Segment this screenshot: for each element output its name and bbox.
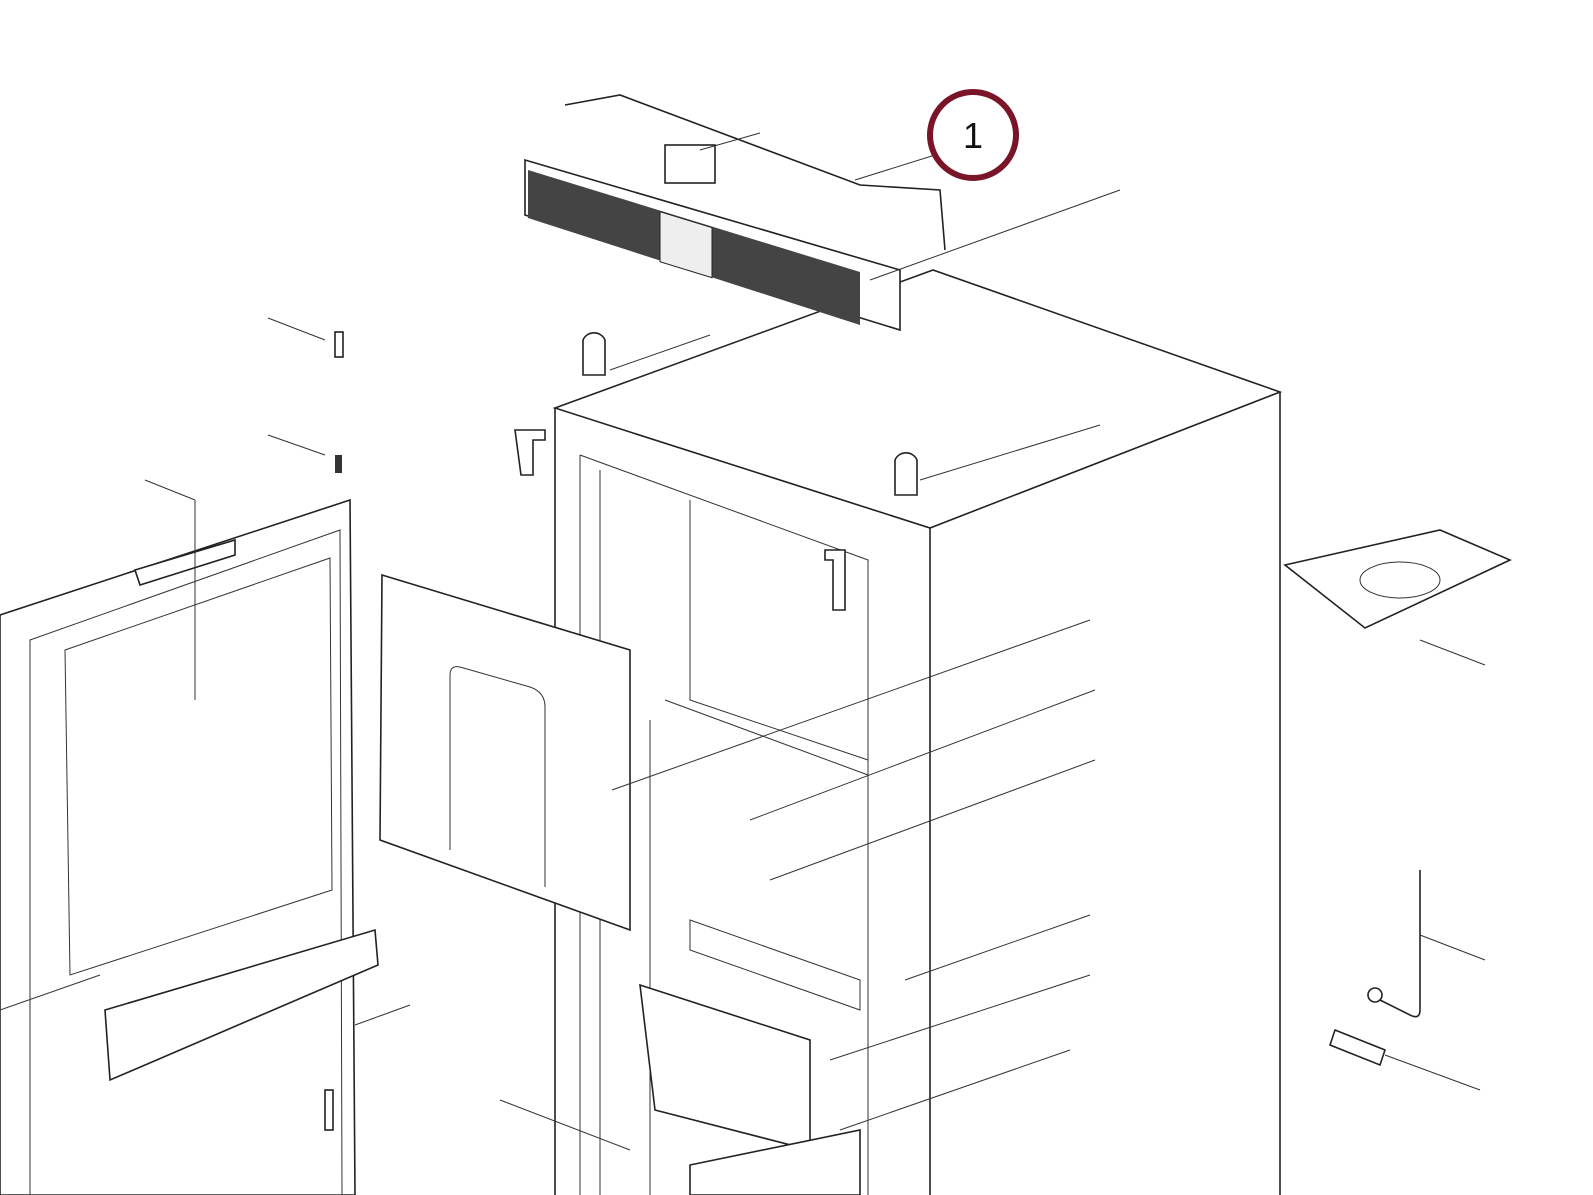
freezer-door-part [379,573,631,932]
screw-parts [334,331,344,473]
hinge-parts [514,332,918,611]
callout-label: 1 [963,115,983,156]
callout-1[interactable]: 1 [927,89,1019,181]
drawer-parts [639,919,861,1195]
leader-lines [0,132,1486,1151]
fan-housing-part [1283,529,1512,629]
callout-circle [927,89,1019,181]
door-part [0,498,379,1195]
refrigerator-cabinet [552,269,1283,1195]
sensor-part [1329,870,1421,1067]
control-panel-part [524,94,946,332]
